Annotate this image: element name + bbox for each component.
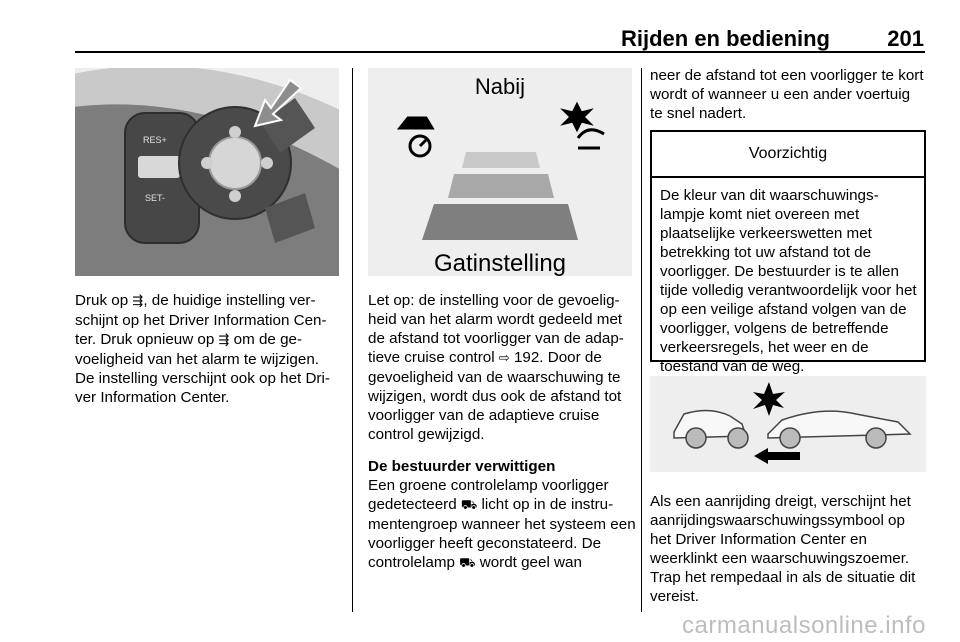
column-3-text: neer de afstand tot een voorligger te ko…	[650, 66, 926, 136]
vehicle-ahead-icon: ⛟	[460, 498, 478, 513]
gap-setting-icon: ⇶	[218, 333, 230, 348]
steering-wheel-controls-figure: RES+ SET-	[75, 68, 339, 276]
col2-paragraph-2: Een groene controlelamp voorligger gedet…	[368, 477, 636, 571]
col2-paragraph-1: Let op: de instelling voor de gevoelig­h…	[368, 292, 624, 443]
gap-setting-icon: ⇶	[132, 294, 144, 309]
watermark: carmanualsonline.info	[682, 612, 926, 639]
front-car-illustration	[673, 409, 749, 449]
caution-text: De kleur van dit waarschuwings­lampje ko…	[660, 187, 917, 375]
crash-star-icon	[753, 382, 785, 416]
vehicle-ahead-icon: ⛟	[459, 556, 476, 571]
col3-paragraph-1: neer de afstand tot een voorligger te ko…	[650, 67, 924, 122]
col3-paragraph-2: Als een aanrijding dreigt, verschijnt he…	[650, 493, 916, 605]
column-divider-1	[352, 68, 353, 612]
collision-warning-figure	[650, 376, 926, 472]
caution-title: Voorzichtig	[652, 132, 924, 178]
column-divider-2	[641, 68, 642, 612]
res-button-label: RES+	[143, 135, 167, 145]
header-rule	[75, 51, 925, 53]
gap-setting-display-figure: Nabij Gatinstelling	[368, 68, 632, 276]
display-bottom-label: Gatinstelling	[434, 250, 566, 276]
speedometer-car-icon	[396, 116, 435, 158]
display-top-label: Nabij	[475, 74, 525, 99]
page-number: 201	[887, 26, 924, 51]
approach-arrow-icon	[754, 448, 800, 464]
collision-alert-icon	[560, 101, 605, 150]
column-3-text-bottom: Als een aanrijding dreigt, verschijnt he…	[650, 492, 926, 619]
rear-car-illustration	[767, 410, 912, 449]
column-2-text: Let op: de instelling voor de gevoelig­h…	[368, 291, 636, 586]
col2-section-heading: De bestuurder verwittigen	[368, 458, 556, 475]
caution-box: Voorzichtig De kleur van dit waarschuwin…	[650, 130, 926, 375]
set-button-label: SET-	[145, 193, 165, 203]
col1-paragraph-1: Druk op ⇶, de huidige instelling ver­sch…	[75, 292, 330, 406]
page-ref-arrow-icon: ⇨	[498, 351, 510, 366]
column-1-text: Druk op ⇶, de huidige instelling ver­sch…	[75, 291, 341, 420]
page-header-title: Rijden en bediening	[620, 26, 830, 51]
